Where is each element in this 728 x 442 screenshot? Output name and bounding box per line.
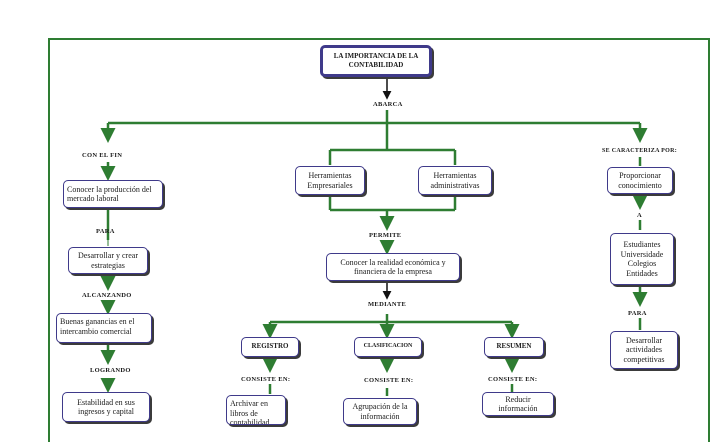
node-conocer-realidad[interactable]: Conocer la realidad económica y financie…	[326, 253, 460, 281]
label-con-el-fin: CON EL FIN	[82, 152, 123, 159]
node-resumen[interactable]: RESUMEN	[484, 337, 544, 357]
node-desarrollar-actividades[interactable]: Desarrollar actividades competitivas	[610, 331, 678, 369]
node-clasificacion[interactable]: CLASIFICACION	[354, 337, 422, 357]
diagram-frame	[48, 38, 710, 442]
label-para-right: PARA	[628, 310, 647, 317]
label-mediante: MEDIANTE	[368, 301, 407, 308]
label-consiste-3: CONSISTE EN:	[488, 376, 538, 383]
node-estudiantes[interactable]: Estudiantes Universidade Colegios Entida…	[610, 233, 674, 285]
label-alcanzando: ALCANZANDO	[82, 292, 132, 299]
label-logrando: LOGRANDO	[90, 367, 131, 374]
node-proporcionar[interactable]: Proporcionar conocimiento	[607, 167, 673, 194]
node-buenas-ganancias[interactable]: Buenas ganancias en el intercambio comer…	[56, 313, 152, 343]
node-estabilidad[interactable]: Estabilidad en sus ingresos y capital	[62, 392, 150, 422]
node-conocer-produccion[interactable]: Conocer la producción del mercado labora…	[63, 180, 163, 208]
node-reducir[interactable]: Reducir información	[482, 392, 554, 416]
node-agrupacion[interactable]: Agrupación de la información	[343, 398, 417, 425]
node-herramientas-empresariales[interactable]: Herramientas Empresariales	[295, 166, 365, 195]
label-permite: PERMITE	[369, 232, 402, 239]
label-consiste-1: CONSISTE EN:	[241, 376, 291, 383]
label-para-left: PARA	[96, 228, 115, 235]
label-a: A	[637, 212, 642, 219]
node-desarrollar-estrategias[interactable]: Desarrollar y crear estrategias	[68, 247, 148, 274]
root-node[interactable]: LA IMPORTANCIA DE LA CONTABILIDAD	[320, 45, 432, 77]
node-archivar[interactable]: Archivar en libros de contabilidad	[226, 395, 286, 425]
node-registro[interactable]: REGISTRO	[241, 337, 299, 357]
label-consiste-2: CONSISTE EN:	[364, 377, 414, 384]
label-abarca: ABARCA	[373, 101, 403, 108]
node-herramientas-administrativas[interactable]: Herramientas administrativas	[418, 166, 492, 195]
label-se-caracteriza: SE CARACTERIZA POR:	[602, 148, 678, 154]
